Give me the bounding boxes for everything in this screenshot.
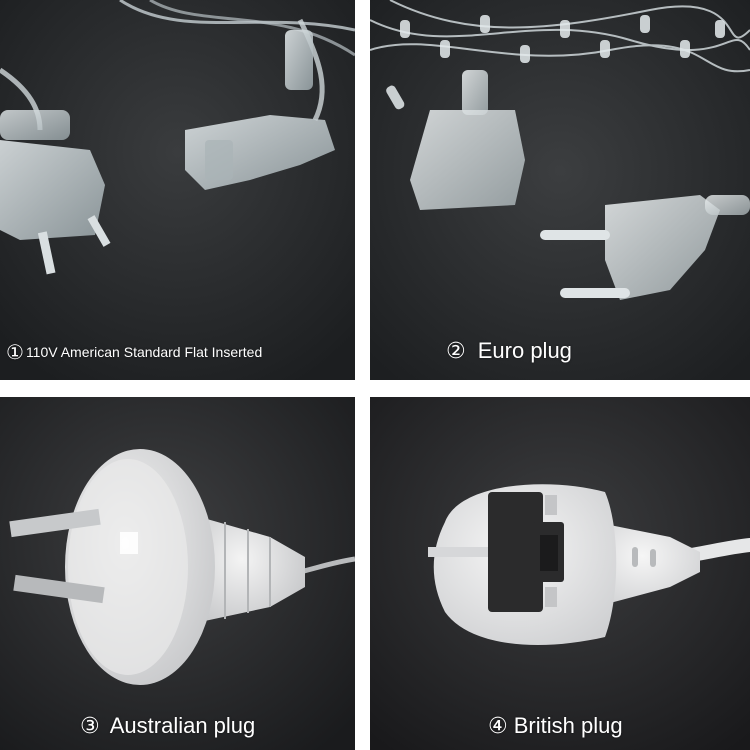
- panel-number: ①: [6, 342, 24, 364]
- panel-caption-text: 110V American Standard Flat Inserted: [25, 344, 263, 360]
- panel-caption: ③ Australian plug: [80, 713, 255, 739]
- panel-caption-text: British plug: [513, 713, 623, 738]
- panel-caption-text: Euro plug: [477, 338, 572, 363]
- panel-number: ④: [488, 713, 508, 738]
- euro-plug-illustration: [370, 0, 750, 380]
- panel-caption: ② Euro plug: [446, 338, 572, 364]
- panel-number: ②: [446, 338, 466, 363]
- british-plug-illustration: [370, 397, 750, 750]
- panel-number: ③: [80, 713, 100, 738]
- photo-panel-australian-plug: ③ Australian plug: [0, 397, 355, 750]
- panel-caption-text: Australian plug: [109, 713, 256, 738]
- australian-plug-illustration: [0, 397, 355, 750]
- us-plug-illustration: [0, 0, 355, 380]
- photo-panel-euro-plug: ② Euro plug: [370, 0, 750, 380]
